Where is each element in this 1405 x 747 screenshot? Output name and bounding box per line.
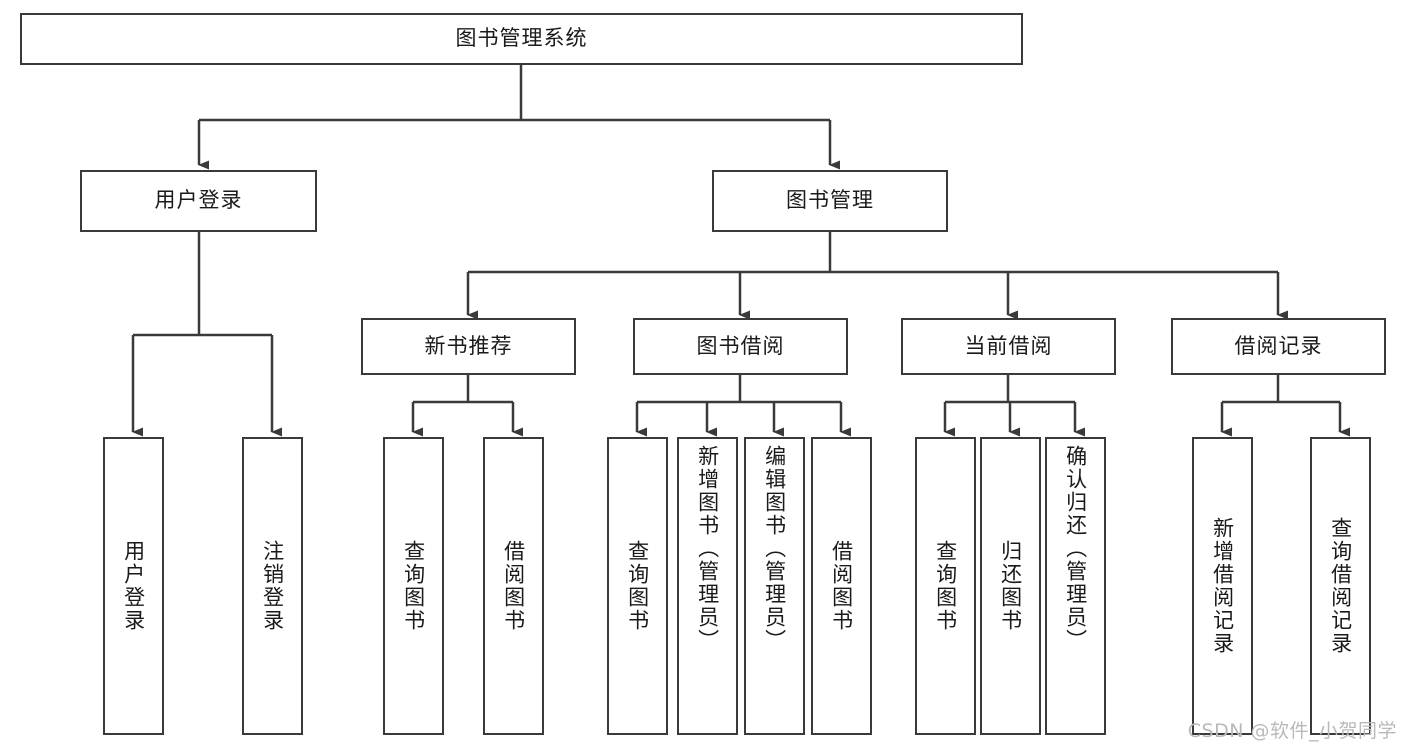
node-leaf-edit-book-admin-label: 编辑图书（管理员） <box>762 445 787 652</box>
node-borrow-record[interactable]: 借阅记录 <box>1171 318 1386 375</box>
node-leaf-borrow-book-label: 借阅图书 <box>829 540 854 632</box>
node-leaf-confirm-return-admin[interactable]: 确认归还（管理员） <box>1045 437 1106 735</box>
node-leaf-borrow-query-book[interactable]: 查询图书 <box>607 437 668 735</box>
node-root-label: 图书管理系统 <box>455 26 588 51</box>
node-leaf-add-borrow-record-label: 新增借阅记录 <box>1210 517 1235 655</box>
node-book-management[interactable]: 图书管理 <box>712 170 948 232</box>
node-leaf-add-book-admin[interactable]: 新增图书（管理员） <box>677 437 738 735</box>
node-user-login[interactable]: 用户登录 <box>80 170 317 232</box>
node-leaf-return-book-label: 归还图书 <box>998 540 1023 632</box>
csdn-watermark: CSDN @软件_小贺同学 <box>1187 720 1397 742</box>
node-user-login-label: 用户登录 <box>154 188 243 213</box>
node-leaf-confirm-return-admin-label: 确认归还（管理员） <box>1063 445 1088 652</box>
node-leaf-current-query-book-label: 查询图书 <box>933 540 958 632</box>
node-leaf-recommend-query-book[interactable]: 查询图书 <box>383 437 444 735</box>
node-current-borrow[interactable]: 当前借阅 <box>901 318 1116 375</box>
node-leaf-current-query-book[interactable]: 查询图书 <box>915 437 976 735</box>
node-book-borrow[interactable]: 图书借阅 <box>633 318 848 375</box>
node-leaf-user-login[interactable]: 用户登录 <box>103 437 164 735</box>
node-leaf-return-book[interactable]: 归还图书 <box>980 437 1041 735</box>
node-borrow-record-label: 借阅记录 <box>1234 333 1323 358</box>
node-new-book-recommend[interactable]: 新书推荐 <box>361 318 576 375</box>
node-leaf-logout-label: 注销登录 <box>260 540 285 632</box>
node-leaf-borrow-query-book-label: 查询图书 <box>625 540 650 632</box>
node-leaf-recommend-borrow-book-label: 借阅图书 <box>501 540 526 632</box>
node-leaf-query-borrow-record[interactable]: 查询借阅记录 <box>1310 437 1371 735</box>
node-leaf-recommend-borrow-book[interactable]: 借阅图书 <box>483 437 544 735</box>
node-root-book-management-system[interactable]: 图书管理系统 <box>20 13 1023 65</box>
node-leaf-add-borrow-record[interactable]: 新增借阅记录 <box>1192 437 1253 735</box>
node-new-book-recommend-label: 新书推荐 <box>424 333 513 358</box>
node-book-borrow-label: 图书借阅 <box>696 333 785 358</box>
node-leaf-user-login-label: 用户登录 <box>121 540 146 632</box>
node-leaf-edit-book-admin[interactable]: 编辑图书（管理员） <box>744 437 805 735</box>
node-current-borrow-label: 当前借阅 <box>964 333 1053 358</box>
node-leaf-logout[interactable]: 注销登录 <box>242 437 303 735</box>
node-leaf-add-book-admin-label: 新增图书（管理员） <box>695 445 720 652</box>
node-leaf-recommend-query-book-label: 查询图书 <box>401 540 426 632</box>
node-leaf-query-borrow-record-label: 查询借阅记录 <box>1328 517 1353 655</box>
node-leaf-borrow-book[interactable]: 借阅图书 <box>811 437 872 735</box>
node-book-management-label: 图书管理 <box>786 188 874 213</box>
